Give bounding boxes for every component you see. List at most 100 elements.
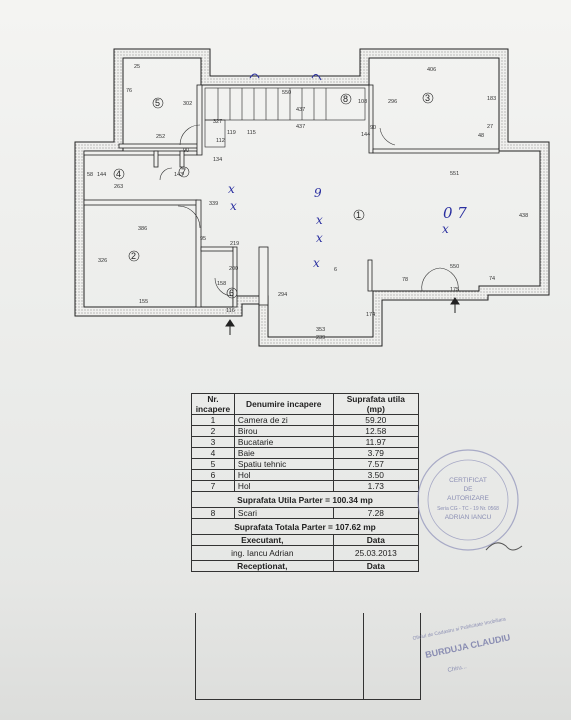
- handwritten-note: 6: [334, 267, 337, 273]
- handwritten-note: x: [316, 231, 323, 245]
- dim-label: 25: [134, 64, 140, 70]
- row-area: 59.20: [332, 414, 420, 426]
- entrance-arrows: [225, 297, 460, 335]
- dim-label: 239: [316, 335, 325, 341]
- room-number-6: 6: [229, 288, 234, 298]
- interior-walls: [83, 84, 500, 308]
- dim-label: 551: [450, 171, 459, 177]
- executant-date: 25.03.2013: [332, 545, 420, 561]
- room-number-4: 4: [116, 169, 121, 179]
- row-name: Camera de zi: [233, 414, 334, 426]
- stamp-text: AUTORIZARE: [447, 495, 489, 502]
- handwritten-note: x: [313, 256, 320, 270]
- stamp-text: DE: [463, 486, 473, 493]
- dim-label: 115: [247, 130, 256, 136]
- row-name: Hol: [233, 469, 334, 481]
- outer-walls: [74, 48, 550, 347]
- dim-label: 183: [487, 96, 496, 102]
- row-area: 7.28: [332, 507, 420, 519]
- row-name: Hol: [233, 480, 334, 492]
- row-area: 1.73: [332, 480, 420, 492]
- dim-label: 48: [478, 133, 484, 139]
- dim-label: 437: [296, 107, 305, 113]
- room-number-5: 5: [155, 98, 160, 108]
- handwritten-note: x: [228, 182, 235, 196]
- authorization-stamp: CERTIFICAT DE AUTORIZARE Seria CG - TC -…: [417, 449, 523, 551]
- dim-label: 27: [487, 124, 493, 130]
- handwritten-note: 0 7: [443, 204, 467, 222]
- room-number-2: 2: [131, 251, 136, 261]
- dim-label: 174: [366, 312, 375, 318]
- cadastre-stamp: Oficiul de Cadastru si Publicitate Imobi…: [412, 616, 511, 674]
- row-name: Baie: [233, 447, 334, 459]
- row-name: Scari: [233, 507, 334, 519]
- dim-label: 294: [278, 292, 287, 298]
- staircase: [204, 87, 366, 148]
- dim-label: 108: [358, 99, 367, 105]
- room-number-1: 1: [356, 210, 361, 220]
- row-nr: 6: [191, 469, 235, 481]
- dim-label: 326: [98, 258, 107, 264]
- row-nr: 2: [191, 425, 235, 437]
- stamp-text: Chiru...: [447, 664, 467, 674]
- dim-label: 76: [126, 88, 132, 94]
- receptionat-label: Receptionat,: [191, 560, 334, 572]
- dim-label: 116: [226, 308, 235, 314]
- dim-label: 58: [87, 172, 93, 178]
- executant-label: Executant,: [191, 534, 334, 546]
- handwritten-note: x: [230, 199, 237, 213]
- signature-box: [195, 613, 421, 700]
- total-utila: Suprafata Utila Parter = 100.34 mp: [191, 491, 419, 508]
- dim-label: 263: [114, 184, 123, 190]
- room-number-3: 3: [425, 93, 430, 103]
- dim-label: 219: [230, 241, 239, 247]
- dim-label: 252: [156, 134, 165, 140]
- row-nr: 7: [191, 480, 235, 492]
- dim-label: 74: [489, 276, 495, 282]
- dim-label: 327: [213, 119, 222, 125]
- row-nr: 5: [191, 458, 235, 470]
- row-area: 7.57: [332, 458, 420, 470]
- header-name: Denumire incapere: [233, 393, 334, 415]
- dim-label: 90: [370, 125, 376, 131]
- dim-label: 550: [282, 90, 291, 96]
- handwritten-note: x: [442, 222, 449, 236]
- doors: [159, 124, 459, 297]
- dim-label: 143: [174, 172, 183, 178]
- dim-label: 112: [216, 138, 225, 144]
- row-nr: 3: [191, 436, 235, 448]
- total-parter: Suprafata Totala Parter = 107.62 mp: [191, 518, 419, 535]
- row-nr: 8: [191, 507, 235, 519]
- dim-label: 200: [229, 266, 238, 272]
- row-area: 12.58: [332, 425, 420, 437]
- row-nr: 4: [191, 447, 235, 459]
- handwritten-note: x: [316, 213, 323, 227]
- dim-label: 296: [388, 99, 397, 105]
- data-label: Data: [332, 534, 420, 546]
- dim-label: 155: [139, 299, 148, 305]
- row-name: Birou: [233, 425, 334, 437]
- row-area: 3.79: [332, 447, 420, 459]
- dim-label: 353: [316, 327, 325, 333]
- outer-wall-lines: [74, 48, 550, 347]
- room-number-7: 7: [181, 167, 186, 177]
- handwritten-note: 9: [314, 186, 322, 200]
- area-table: Nr. incapere Denumire incapere Suprafata…: [191, 393, 420, 572]
- dim-label: 144: [97, 172, 106, 178]
- dimension-labels: 550 437 437 406 108 296 183 48 27 252 30…: [87, 64, 528, 341]
- handwritten-notes: 0 7 x 9 x x x x x 6: [228, 73, 467, 273]
- row-nr: 1: [191, 414, 235, 426]
- header-area: Suprafata utila (mp): [332, 393, 420, 415]
- row-name: Bucatarie: [233, 436, 334, 448]
- header-nr: Nr. incapere: [191, 393, 235, 415]
- row-area: 3.50: [332, 469, 420, 481]
- dim-label: 302: [183, 101, 192, 107]
- row-name: Spatiu tehnic: [233, 458, 334, 470]
